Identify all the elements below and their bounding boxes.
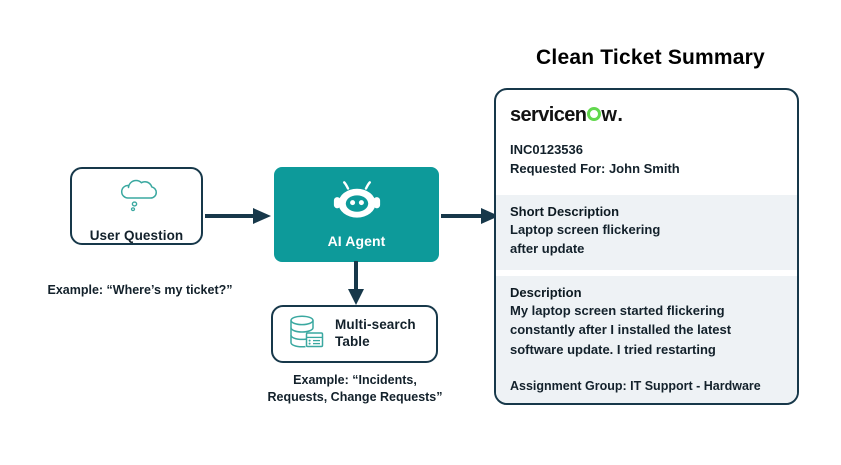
- section-short-description-body: Laptop screen flickering after update: [510, 220, 783, 259]
- section-description-title: Description: [510, 284, 582, 300]
- brand-trailing-dot: .: [617, 104, 623, 126]
- servicenow-logo: servicen w .: [496, 90, 797, 129]
- section-short-description: Short Description Laptop screen flickeri…: [496, 194, 797, 270]
- thought-bubble-icon: [114, 175, 160, 224]
- arrow-user-to-agent: [205, 205, 273, 232]
- node-ai-agent[interactable]: AI Agent: [274, 167, 439, 262]
- description-line-3: software update. I tried restarting: [510, 341, 716, 357]
- database-icon: [287, 312, 325, 357]
- section-short-description-title: Short Description: [510, 203, 620, 219]
- brand-text-part1: servicen: [510, 104, 587, 126]
- caption-table-line1: Example: “Incidents,: [293, 373, 417, 387]
- brand-accent-o: [586, 107, 601, 121]
- ticket-id-block: INC0123536 Requested For: John Smith: [496, 129, 797, 195]
- multi-search-label-line1: Multi-search: [335, 317, 416, 333]
- node-user-question-label: User Question: [89, 228, 184, 243]
- node-user-question[interactable]: User Question: [70, 167, 203, 245]
- node-multi-search-table[interactable]: Multi-search Table: [271, 305, 438, 363]
- short-description-line-2: after update: [510, 241, 585, 257]
- node-ai-agent-label: AI Agent: [327, 233, 386, 249]
- description-line-2: constantly after I installed the latest: [510, 322, 732, 337]
- caption-user-question: Example: “Where’s my ticket?”: [47, 283, 233, 297]
- assignment-group-row: Assignment Group: IT Support - Hardware: [496, 370, 797, 403]
- robot-icon: [328, 180, 386, 231]
- multi-search-label-line2: Table: [335, 334, 370, 349]
- caption-table-line2: Requests, Change Requests”: [267, 389, 443, 404]
- description-line-1: My laptop screen started flickering: [510, 302, 725, 318]
- section-divider: [496, 269, 797, 276]
- caption-multi-search-table: Example: “Incidents, Requests, Change Re…: [245, 372, 465, 406]
- ticket-requested-for: Requested For: John Smith: [510, 160, 680, 176]
- ticket-summary-card: servicen w . INC0123536 Requested For: J…: [494, 88, 799, 405]
- brand-text-part2: w: [601, 104, 617, 126]
- ticket-number: INC0123536: [510, 142, 583, 157]
- section-description-body: My laptop screen started flickering cons…: [510, 301, 783, 360]
- short-description-line-1: Laptop screen flickering: [510, 221, 661, 237]
- page-title: Clean Ticket Summary: [536, 46, 765, 69]
- arrow-agent-to-table: [345, 261, 367, 312]
- node-multi-search-table-label: Multi-search Table: [335, 317, 416, 351]
- section-description: Description My laptop screen started fli…: [496, 275, 797, 370]
- arrow-agent-to-ticket: [441, 205, 501, 232]
